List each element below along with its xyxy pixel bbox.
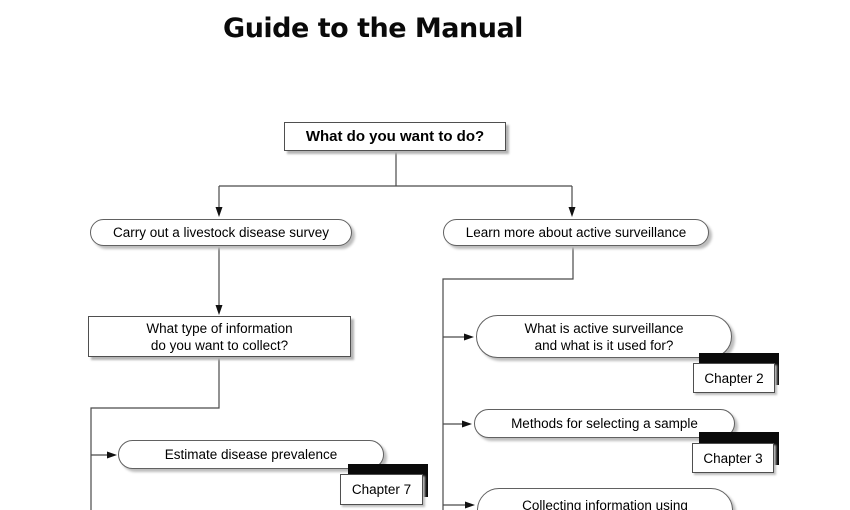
branch-right-label: Learn more about active surveillance [465, 225, 687, 240]
chapter-3-tab: Chapter 3 [692, 443, 774, 473]
connector-left-trunk [90, 357, 220, 510]
branch-left-label: Carry out a livestock disease survey [112, 225, 330, 240]
node-methods-sample: Methods for selecting a sample [474, 409, 735, 438]
question-line2: do you want to collect? [150, 337, 289, 353]
arrowhead-icon [462, 420, 472, 428]
node-label: Methods for selecting a sample [511, 416, 698, 431]
arrowhead-icon [568, 207, 576, 217]
page-title: Guide to the Manual [223, 13, 523, 44]
branch-left-survey: Carry out a livestock disease survey [90, 219, 352, 246]
arrowhead-icon [215, 305, 223, 315]
arrowhead-icon [215, 207, 223, 217]
connector-right-trunk [442, 247, 574, 510]
chapter-7-tab: Chapter 7 [340, 474, 423, 505]
node-label: Collecting information using [522, 498, 688, 510]
node-label-line1: What is active surveillance [524, 320, 684, 336]
chapter-3-label: Chapter 3 [703, 450, 763, 466]
node-label-line2: and what is it used for? [534, 337, 674, 353]
arrowhead-icon [464, 333, 474, 341]
root-question-box: What do you want to do? [284, 122, 506, 151]
branch-right-surveillance: Learn more about active surveillance [443, 219, 709, 246]
arrowhead-icon [465, 501, 475, 509]
chapter-2-label: Chapter 2 [704, 370, 764, 386]
root-question-label: What do you want to do? [305, 128, 485, 145]
chapter-2-tab: Chapter 2 [693, 363, 775, 393]
arrowhead-icon [107, 451, 117, 459]
chapter-7-label: Chapter 7 [351, 482, 412, 497]
node-estimate-prevalence: Estimate disease prevalence [118, 440, 384, 469]
node-collecting-information: Collecting information using [477, 488, 733, 510]
node-label: Estimate disease prevalence [164, 447, 338, 462]
question-info-type-box: What type of information do you want to … [88, 316, 351, 357]
question-line1: What type of information [146, 320, 293, 336]
node-what-is-active-surveillance: What is active surveillance and what is … [476, 315, 732, 358]
